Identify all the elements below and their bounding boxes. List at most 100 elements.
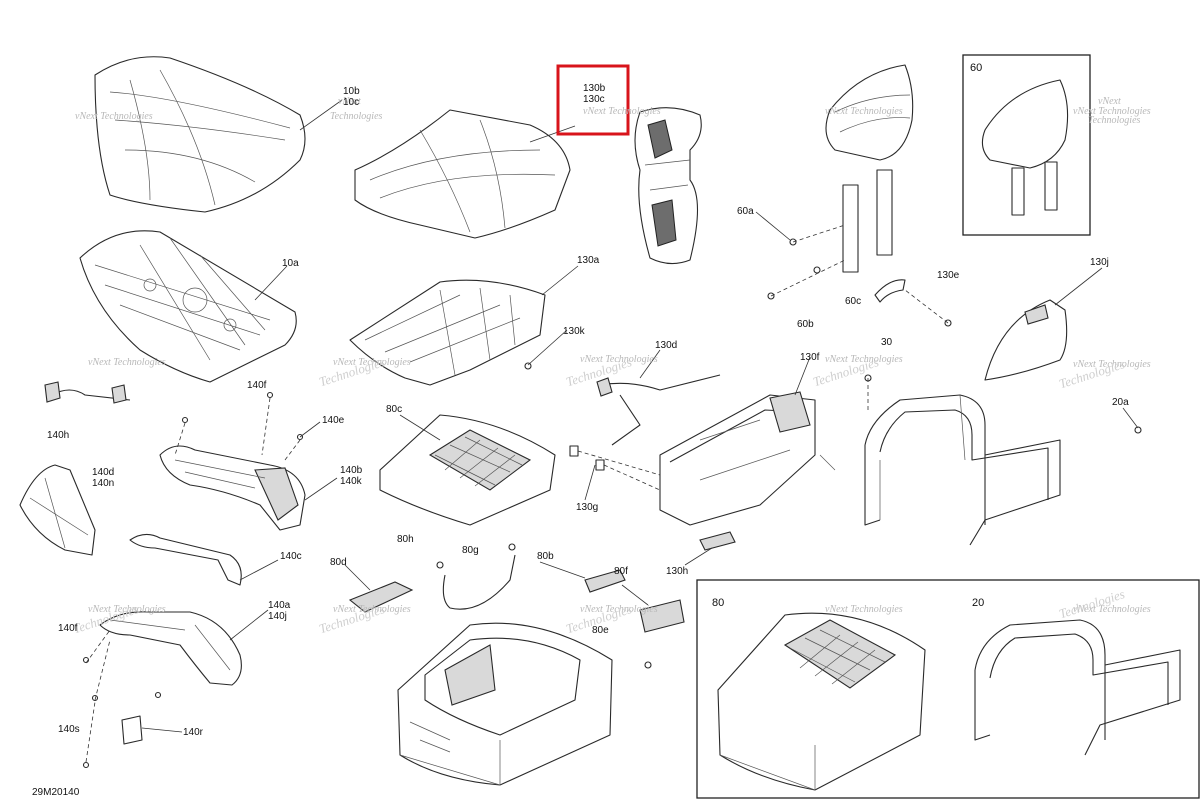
callout-20a: 20a	[1112, 397, 1129, 408]
callout-80: 80	[712, 597, 725, 609]
callout-80h: 80h	[397, 534, 414, 545]
callout-140r: 140r	[183, 727, 204, 738]
armrest-frame-140b	[159, 445, 306, 531]
callout-130d: 130d	[655, 340, 678, 351]
callout-130e: 130e	[937, 270, 960, 281]
callout-60a: 60a	[737, 206, 754, 217]
callout-130k: 130k	[563, 326, 585, 337]
callout-130f: 130f	[800, 352, 820, 363]
callout-130j: 130j	[1090, 257, 1109, 268]
screw-140f-b2	[91, 694, 99, 702]
watermark: vNext Technologies	[825, 106, 903, 117]
callout-60: 60	[970, 62, 983, 74]
callout-20: 20	[972, 597, 985, 609]
watermark: vNext Technologies	[580, 354, 658, 365]
nut-60c	[813, 266, 821, 274]
headrest-assembly	[981, 79, 1069, 216]
backrest-frame	[634, 107, 702, 265]
callout-130g: 130g	[576, 502, 599, 513]
watermark: vNext Technologies	[1073, 359, 1151, 370]
screw-130k	[524, 362, 532, 370]
storage-assembly-80	[717, 612, 926, 791]
callout-130a: 130a	[577, 255, 600, 266]
callout-10a: 10a	[282, 258, 299, 269]
watermark: vNext Technologies	[1073, 106, 1151, 117]
callout-140d-140n: 140d 140n	[92, 467, 115, 489]
callout-140b-140k: 140b 140k	[340, 465, 363, 487]
seat-frame-20	[864, 394, 1061, 546]
callout-140c: 140c	[280, 551, 302, 562]
callout-140e: 140e	[322, 415, 345, 426]
screw-80g	[508, 543, 516, 551]
latch-80b	[584, 569, 626, 593]
callout-highlight	[556, 64, 630, 136]
seat-base	[79, 230, 297, 383]
callout-80d: 80d	[330, 557, 347, 568]
callout-60b: 60b	[797, 319, 814, 330]
callout-80f: 80f	[614, 566, 628, 577]
screw-140f-top	[266, 391, 274, 399]
watermark: Technologies	[1088, 115, 1141, 126]
callout-60c: 60c	[845, 296, 862, 307]
seat-cushion	[94, 56, 306, 213]
watermark: vNext Technologies	[75, 111, 153, 122]
cable-80g	[442, 554, 516, 610]
backrest-mount-130f	[659, 391, 836, 526]
screw-140s	[82, 761, 90, 769]
watermark: vNext Technologies	[580, 604, 658, 615]
callout-140s: 140s	[58, 724, 80, 735]
label-130h	[699, 531, 736, 551]
connector-140h-a	[44, 381, 61, 403]
side-cover-130j	[984, 299, 1068, 381]
watermark: vNext Technologies	[1073, 604, 1151, 615]
seat-pan	[349, 279, 546, 386]
armrest-cover-140d	[19, 464, 96, 556]
clip-130e	[874, 279, 906, 303]
latch-plate-80d	[348, 581, 414, 613]
callout-140f-bottom: 140f	[58, 623, 78, 634]
watermark: vNext Technologies	[825, 354, 903, 365]
armrest-bar-140c	[129, 533, 242, 586]
watermark: Technologies	[330, 111, 383, 122]
assembly-frame-80-20	[696, 579, 1200, 799]
screw-80h	[436, 561, 444, 569]
armrest-pad-140a	[99, 611, 242, 686]
watermark: vNext Technologies	[333, 604, 411, 615]
seat-cushion-130	[354, 109, 571, 239]
storage-bin	[397, 622, 613, 786]
screw-140f-left	[181, 416, 189, 424]
assembly-frame-60	[962, 54, 1091, 236]
screw-20a	[1134, 426, 1142, 434]
callout-140a-140j: 140a 140j	[268, 600, 291, 622]
callout-80e: 80e	[592, 625, 609, 636]
watermark: vNext Technologies	[88, 357, 166, 368]
callout-130b-130c: 130b 130c	[583, 83, 606, 105]
support-tube-right	[876, 169, 893, 256]
callout-30: 30	[881, 337, 893, 348]
watermark: vNext Technologies	[825, 604, 903, 615]
callout-140h: 140h	[47, 430, 70, 441]
callout-80g: 80g	[462, 545, 479, 556]
callout-80b: 80b	[537, 551, 554, 562]
watermark: vNext Technologies	[333, 357, 411, 368]
bracket-140r	[121, 715, 143, 745]
seat-frame-assembly-20	[974, 619, 1181, 756]
screw-80e	[644, 661, 652, 669]
diagram-code: 29M20140	[32, 787, 80, 798]
callout-140f-top: 140f	[247, 380, 267, 391]
screw-140f-b3	[154, 691, 162, 699]
watermark: vNext	[338, 96, 361, 107]
cable-130d	[599, 374, 721, 446]
support-tube-left	[842, 184, 859, 273]
label-80f	[639, 599, 685, 633]
callout-80c: 80c	[386, 404, 403, 415]
connector-130d	[596, 377, 613, 397]
headrest-top	[825, 64, 914, 161]
callout-130h: 130h	[666, 566, 689, 577]
watermark: vNext	[1098, 96, 1121, 107]
bushing-130g-a	[569, 445, 579, 457]
callout-10b-10c: 10b 10c	[343, 86, 360, 108]
storage-lid-80c	[379, 414, 556, 526]
